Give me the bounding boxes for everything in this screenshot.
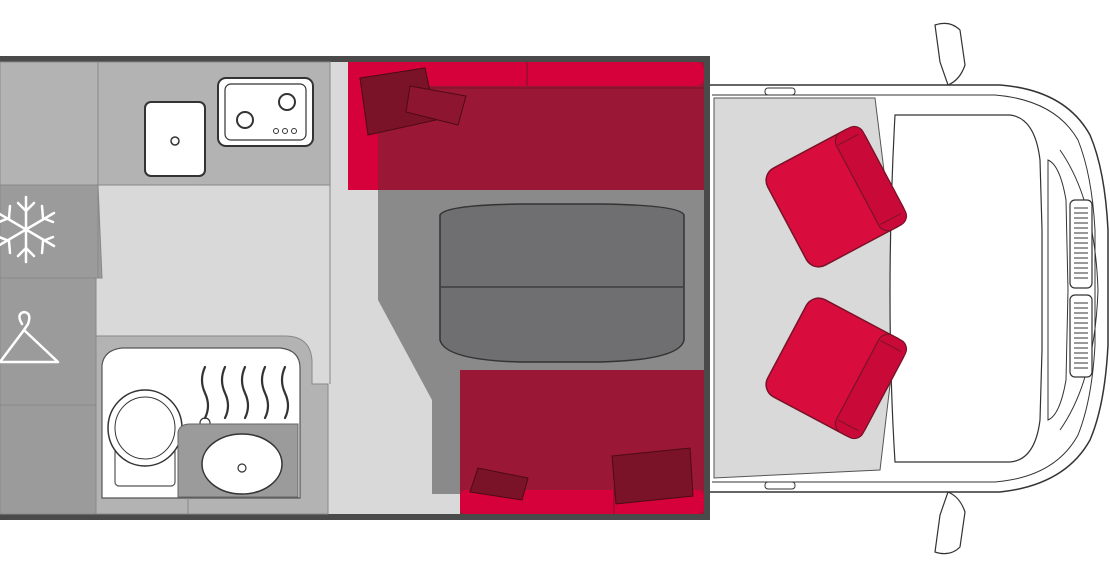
door-handle-top: [764, 87, 796, 96]
bathroom: [95, 335, 329, 515]
basin-icon: [177, 423, 299, 498]
kitchen: [0, 61, 331, 186]
cushion-upper-2: [405, 85, 467, 126]
mirror-bottom-icon: [934, 491, 966, 555]
bench-upper: [348, 62, 704, 190]
mirror-top-icon: [934, 22, 966, 86]
fridge: [0, 184, 103, 279]
dashboard: [889, 114, 1043, 463]
cupboard-rear: [0, 404, 97, 515]
shower-icon: [199, 365, 290, 429]
vent-lower-icon: [1069, 294, 1093, 378]
snowflake-icon: [0, 195, 56, 264]
vent-upper-icon: [1069, 199, 1093, 289]
cab: [706, 22, 1109, 555]
windshield: [1047, 159, 1069, 421]
cab-seat-driver: [765, 125, 908, 268]
clothes-hanger-icon: [0, 310, 60, 364]
cushion-lower-2: [611, 447, 694, 505]
hood-line: [1059, 149, 1099, 431]
dining-table: [439, 203, 685, 363]
hob-icon: [217, 77, 314, 147]
cab-seat-passenger: [765, 297, 908, 440]
door-handle-bottom: [764, 481, 796, 490]
wardrobe: [0, 277, 97, 406]
cab-inner-outline: [712, 94, 1096, 483]
cushion-lower-1: [469, 467, 529, 501]
toilet-icon: [107, 389, 183, 487]
bench-lower: [460, 370, 704, 514]
sink-icon: [144, 101, 206, 177]
